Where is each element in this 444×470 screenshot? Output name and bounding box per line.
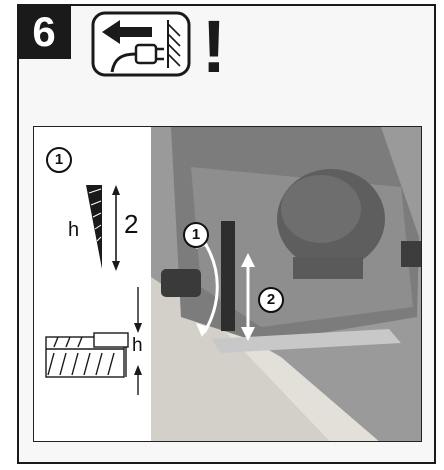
wedge-value-label: 2 bbox=[124, 209, 139, 239]
diagram-panel: 1 bbox=[33, 126, 422, 442]
adjustment-arrows bbox=[196, 235, 255, 341]
callout-1-marker: 1 bbox=[183, 222, 209, 248]
section-height-label: h bbox=[132, 335, 143, 356]
planer-photo bbox=[151, 127, 421, 441]
warning-exclamation-icon: ! bbox=[201, 5, 227, 88]
wedge-height-label: h bbox=[68, 219, 80, 241]
unplug-icon bbox=[91, 11, 191, 77]
depth-wedge-diagram bbox=[45, 185, 142, 395]
callout-2-marker: 2 bbox=[258, 287, 284, 313]
legend-marker-1: 1 bbox=[46, 147, 72, 173]
step-number-badge: 6 bbox=[17, 4, 71, 59]
